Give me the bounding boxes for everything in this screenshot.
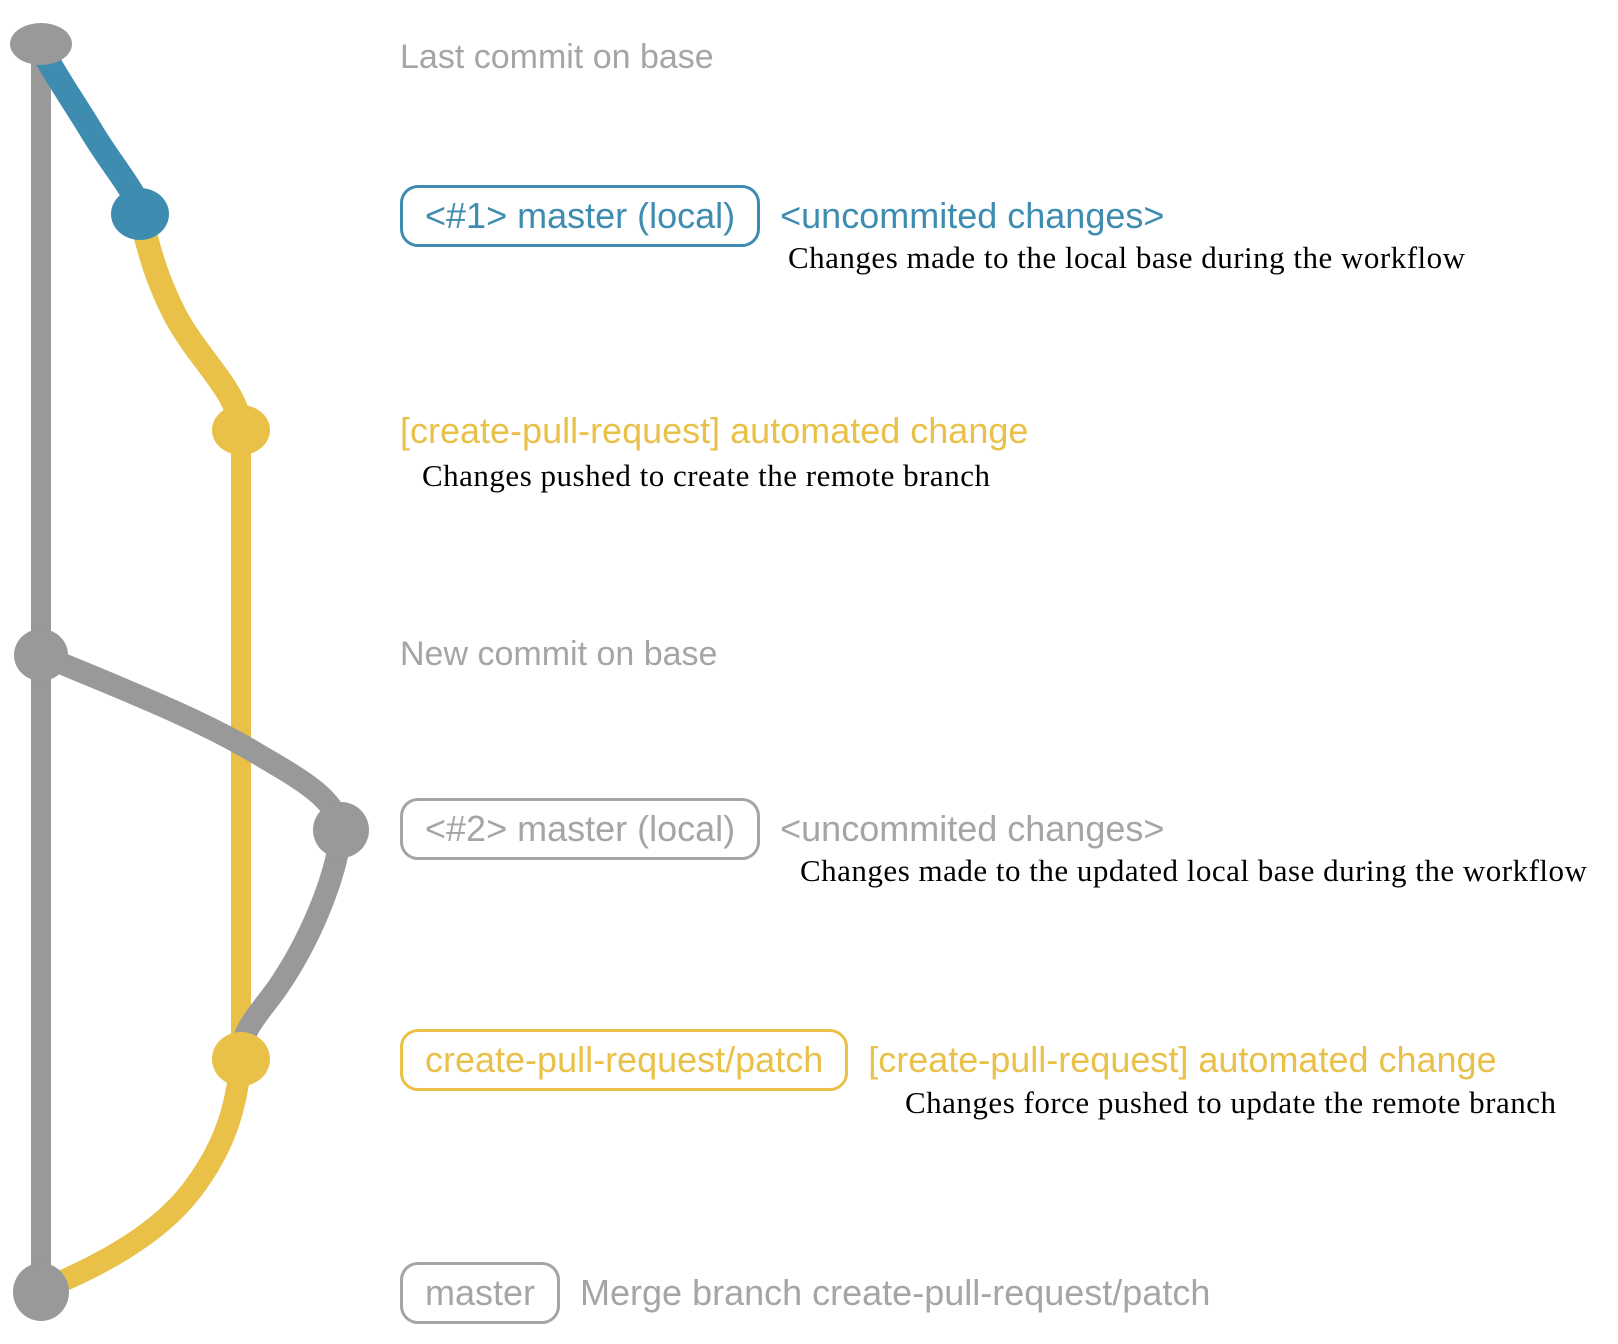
note-last-commit-on-base: Last commit on base xyxy=(400,38,714,76)
commit-graph xyxy=(10,23,369,1321)
caption-local-changes-2: Changes made to the updated local base d… xyxy=(800,853,1588,888)
annotation-uncommited-changes-1: <uncommited changes> xyxy=(780,195,1165,236)
rebase-edge-to-local-2 xyxy=(30,644,352,839)
local-branch-edge-1 xyxy=(30,38,152,219)
row-patch-commit-1: [create-pull-request] automated change C… xyxy=(400,410,1029,493)
commit-node-local-2 xyxy=(313,802,369,858)
row-local-commit-1: <#1> master (local) <uncommited changes>… xyxy=(400,185,1465,275)
local-2-to-patch-edge xyxy=(230,822,352,1063)
annotation-uncommited-changes-2: <uncommited changes> xyxy=(780,808,1165,849)
commit-message-merge-branch: Merge branch create-pull-request/patch xyxy=(580,1272,1211,1313)
commit-message-automated-change-2: [create-pull-request] automated change xyxy=(868,1039,1497,1080)
caption-push-create-branch: Changes pushed to create the remote bran… xyxy=(422,458,991,493)
note-new-commit-on-base: New commit on base xyxy=(400,635,718,673)
row-local-commit-2: <#2> master (local) <uncommited changes>… xyxy=(400,798,1587,888)
commit-node-last-base xyxy=(10,23,72,65)
caption-force-push-update: Changes force pushed to update the remot… xyxy=(905,1085,1557,1120)
branch-pill-master-local-2: <#2> master (local) xyxy=(400,798,761,860)
branch-pill-master-local-1: <#1> master (local) xyxy=(400,185,761,247)
row-merge-commit: master Merge branch create-pull-request/… xyxy=(400,1262,1210,1324)
row-patch-commit-2: create-pull-request/patch [create-pull-r… xyxy=(400,1029,1556,1120)
commit-message-automated-change-1: [create-pull-request] automated change xyxy=(400,410,1029,451)
branch-pill-create-pull-request-patch: create-pull-request/patch xyxy=(400,1029,849,1091)
commit-node-new-base xyxy=(14,629,68,681)
patch-branch-edge-1 xyxy=(128,202,253,442)
commit-node-patch-2 xyxy=(212,1032,270,1086)
branch-pill-master: master xyxy=(400,1262,561,1324)
commit-node-merge xyxy=(13,1263,69,1321)
patch-merge-edge xyxy=(35,1047,252,1299)
commit-node-local-1 xyxy=(111,188,169,240)
commit-node-patch-1 xyxy=(212,405,270,455)
caption-local-changes-1: Changes made to the local base during th… xyxy=(788,240,1466,275)
